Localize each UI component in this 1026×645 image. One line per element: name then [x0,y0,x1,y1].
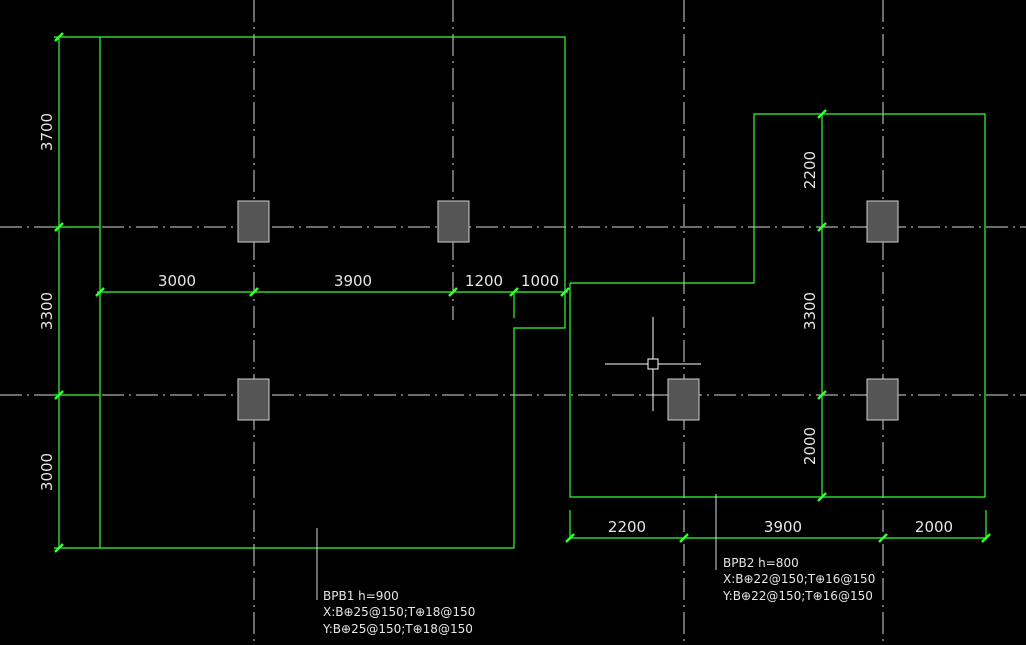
dimension-ticks [54,32,991,553]
note-bpb2-x: X:B⊕22@150;T⊕16@150 [723,572,875,586]
dim-left-2: 3300 [38,292,56,330]
dim-right-3: 2000 [801,427,819,465]
note-bpb1-title: BPB1 h=900 [323,589,399,603]
note-bpb2-y: Y:B⊕22@150;T⊕16@150 [722,589,873,603]
column[interactable] [667,378,700,421]
column[interactable] [866,200,899,243]
leader-lines [316,494,717,600]
crosshair-cursor-icon [605,317,701,411]
dim-s2-1: 2200 [608,518,646,536]
note-bpb1-y: Y:B⊕25@150;T⊕18@150 [322,622,473,636]
column[interactable] [237,378,270,421]
dim-s1-1: 3000 [158,272,196,290]
dim-s1-3: 1200 [465,272,503,290]
column[interactable] [437,200,470,243]
dimension-lines [54,36,987,549]
note-bpb1: BPB1 h=900 X:B⊕25@150;T⊕18@150 Y:B⊕25@15… [322,589,475,636]
note-bpb1-x: X:B⊕25@150;T⊕18@150 [323,605,475,619]
column[interactable] [237,200,270,243]
dim-left-3: 3000 [38,453,56,491]
column[interactable] [866,378,899,421]
dim-s1-2: 3900 [334,272,372,290]
dim-s2-2: 3900 [764,518,802,536]
dim-s1-4: 1000 [521,272,559,290]
dim-right-2: 3300 [801,292,819,330]
dim-right-1: 2200 [801,151,819,189]
dim-s2-3: 2000 [915,518,953,536]
columns [237,200,899,421]
dim-left-1: 3700 [38,113,56,151]
note-bpb2: BPB2 h=800 X:B⊕22@150;T⊕16@150 Y:B⊕22@15… [722,556,875,603]
dimension-texts: 3700 3300 3000 3000 3900 1200 1000 2200 … [38,113,953,536]
note-bpb2-title: BPB2 h=800 [723,556,799,570]
slab-bpb2-outline[interactable] [569,113,986,498]
